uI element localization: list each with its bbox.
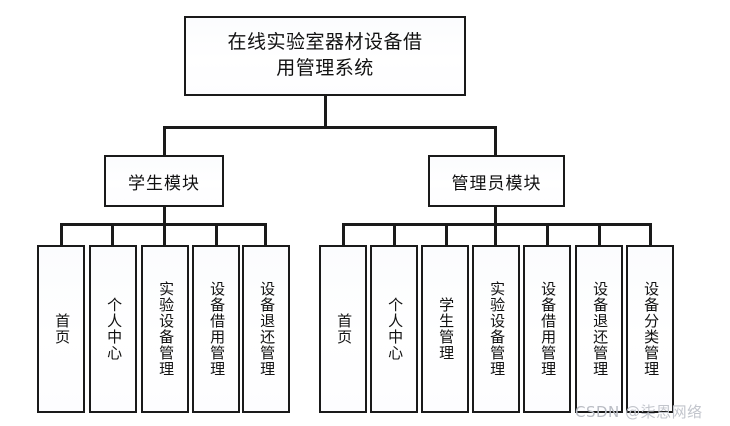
leaf-node-admin-4[interactable]: 实验设备管理: [472, 245, 520, 413]
edge-admin-bus: [342, 223, 652, 226]
leaf-node-admin-5-label: 设备借用管理: [539, 281, 556, 377]
edge-admin-drop-7: [649, 223, 652, 246]
leaf-node-admin-4-label: 实验设备管理: [488, 281, 505, 377]
leaf-node-admin-2[interactable]: 个人中心: [370, 245, 418, 413]
edge-student-drop-2: [111, 223, 114, 246]
leaf-node-admin-1[interactable]: 首页: [319, 245, 367, 413]
leaf-node-admin-6-label: 设备退还管理: [591, 281, 608, 377]
leaf-node-admin-3[interactable]: 学生管理: [421, 245, 469, 413]
edge-admin-drop-5: [546, 223, 549, 246]
edge-student-drop-5: [264, 223, 267, 246]
leaf-node-admin-5[interactable]: 设备借用管理: [523, 245, 571, 413]
root-node-label-line2: 用管理系统: [276, 58, 374, 79]
leaf-node-student-4-label: 设备借用管理: [208, 281, 225, 377]
edge-admin-drop-6: [598, 223, 601, 246]
module-node-student-label: 学生模块: [128, 173, 200, 193]
leaf-node-student-3-label: 实验设备管理: [157, 281, 174, 377]
edge-root-bus: [163, 126, 497, 129]
root-node-label: 在线实验室器材设备借 用管理系统: [227, 30, 422, 81]
leaf-node-admin-3-label: 学生管理: [437, 297, 454, 361]
leaf-node-student-3[interactable]: 实验设备管理: [141, 245, 189, 413]
edge-student-drop-1: [60, 223, 63, 246]
root-node[interactable]: 在线实验室器材设备借 用管理系统: [184, 16, 466, 96]
leaf-node-admin-2-label: 个人中心: [386, 297, 403, 361]
leaf-node-admin-6[interactable]: 设备退还管理: [575, 245, 623, 413]
leaf-node-student-1-label: 首页: [53, 313, 70, 345]
edge-student-drop-4: [215, 223, 218, 246]
edge-student-down: [163, 207, 166, 225]
leaf-node-student-2[interactable]: 个人中心: [89, 245, 137, 413]
edge-bus-to-admin: [494, 126, 497, 156]
edge-admin-down: [494, 207, 497, 225]
leaf-node-student-4[interactable]: 设备借用管理: [192, 245, 240, 413]
root-node-label-line1: 在线实验室器材设备借: [227, 32, 423, 54]
leaf-node-admin-1-label: 首页: [335, 313, 352, 345]
edge-root-down: [324, 96, 327, 128]
edge-student-drop-3: [163, 223, 166, 246]
edge-admin-drop-3: [445, 223, 448, 246]
edge-admin-drop-1: [342, 223, 345, 246]
module-node-admin-label: 管理员模块: [451, 173, 542, 193]
leaf-node-student-5[interactable]: 设备退还管理: [242, 245, 290, 413]
leaf-node-student-1[interactable]: 首页: [37, 245, 85, 413]
leaf-node-admin-7[interactable]: 设备分类管理: [626, 245, 674, 413]
module-node-admin[interactable]: 管理员模块: [428, 155, 565, 207]
module-node-student[interactable]: 学生模块: [104, 155, 224, 207]
edge-bus-to-student: [163, 126, 166, 156]
edge-admin-drop-4: [494, 223, 497, 246]
edge-admin-drop-2: [393, 223, 396, 246]
leaf-node-admin-7-label: 设备分类管理: [642, 281, 659, 377]
leaf-node-student-2-label: 个人中心: [105, 297, 122, 361]
leaf-node-student-5-label: 设备退还管理: [258, 281, 275, 377]
